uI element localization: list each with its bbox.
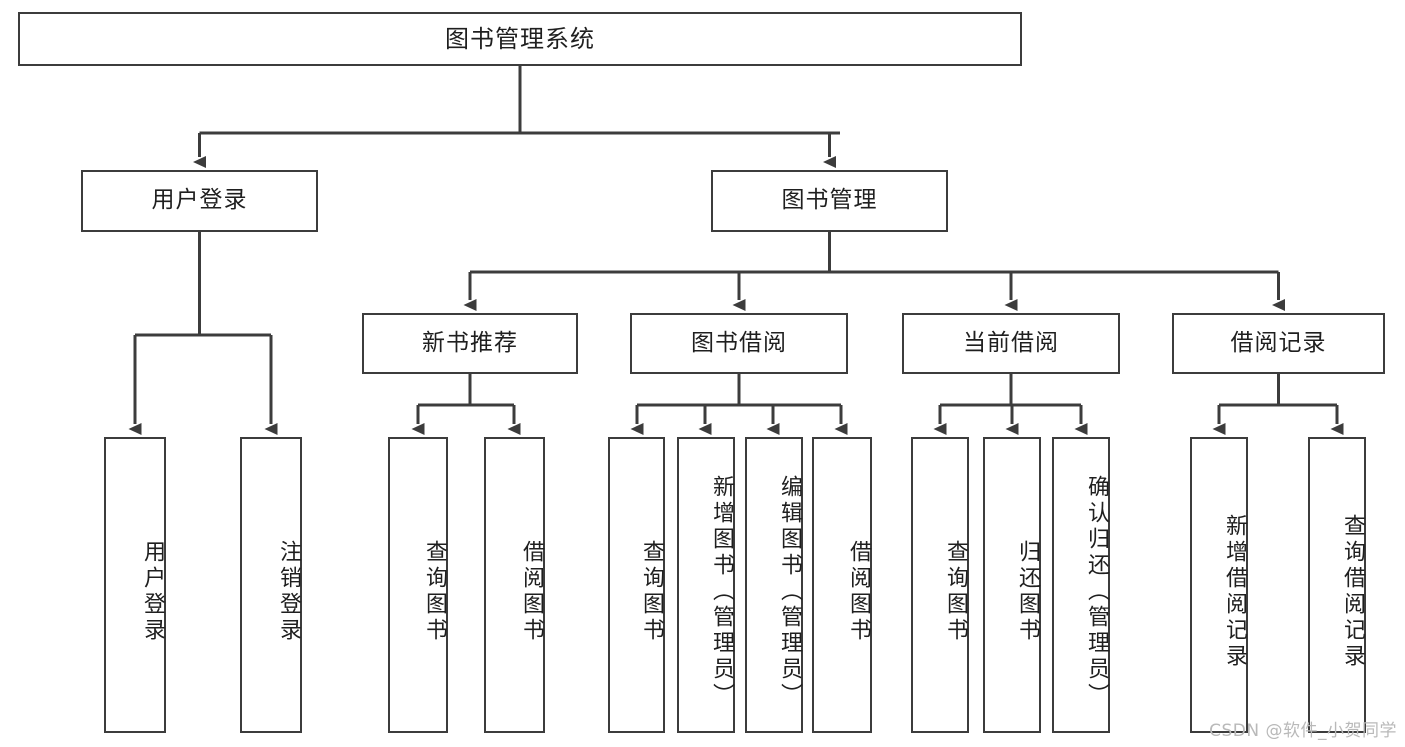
leaf-return-book[interactable]: 归还图书 <box>983 437 1041 733</box>
leaf-add-book-admin[interactable]: 新增图书（管理员） <box>677 437 735 733</box>
leaf-borrow-book[interactable]: 借阅图书 <box>812 437 872 733</box>
csdn-watermark: CSDN @软件_小贺同学 <box>1209 721 1397 741</box>
leaf-logout[interactable]: 注销登录 <box>240 437 302 733</box>
node-book-management[interactable]: 图书管理 <box>711 170 948 232</box>
node-borrow-record[interactable]: 借阅记录 <box>1172 313 1385 374</box>
leaf-query-borrow-record[interactable]: 查询借阅记录 <box>1308 437 1366 733</box>
leaf-query-book-current[interactable]: 查询图书 <box>911 437 969 733</box>
leaf-add-borrow-record[interactable]: 新增借阅记录 <box>1190 437 1248 733</box>
leaf-borrow-book-recommend[interactable]: 借阅图书 <box>484 437 545 733</box>
leaf-query-book-recommend[interactable]: 查询图书 <box>388 437 448 733</box>
node-current-borrow[interactable]: 当前借阅 <box>902 313 1120 374</box>
leaf-edit-book-admin[interactable]: 编辑图书（管理员） <box>745 437 803 733</box>
node-root[interactable]: 图书管理系统 <box>18 12 1022 66</box>
node-user-login[interactable]: 用户登录 <box>81 170 318 232</box>
leaf-query-book-borrow[interactable]: 查询图书 <box>608 437 665 733</box>
node-book-borrow[interactable]: 图书借阅 <box>630 313 848 374</box>
node-new-book-recommend[interactable]: 新书推荐 <box>362 313 578 374</box>
leaf-user-login[interactable]: 用户登录 <box>104 437 166 733</box>
leaf-confirm-return-admin[interactable]: 确认归还（管理员） <box>1052 437 1110 733</box>
